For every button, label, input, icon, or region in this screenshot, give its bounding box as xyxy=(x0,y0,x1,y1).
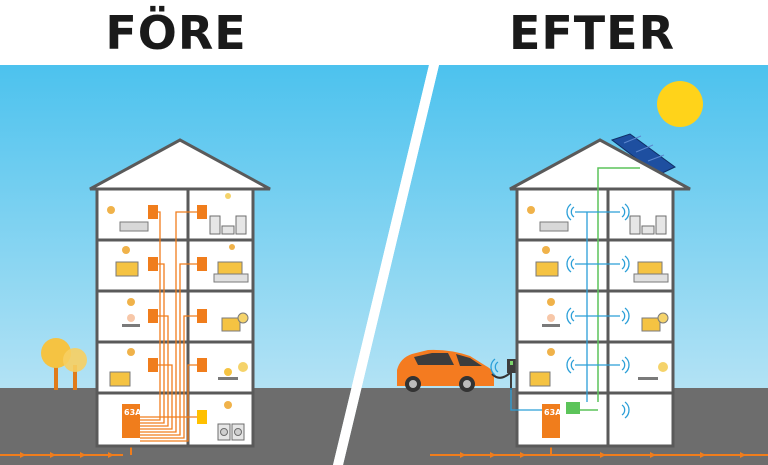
main-fuse-label: 63A xyxy=(544,408,562,417)
wifi-icon xyxy=(566,203,575,221)
tv-icon xyxy=(109,371,131,387)
inverter-box xyxy=(566,402,580,414)
washer-icon xyxy=(217,423,245,441)
tv-icon xyxy=(115,261,139,277)
tree-icon xyxy=(41,338,87,390)
ceiling-lamp-icon xyxy=(225,193,231,199)
car-icon xyxy=(397,349,494,392)
title-after: EFTER xyxy=(508,6,676,60)
wifi-icon xyxy=(566,307,575,325)
wifi-icon xyxy=(566,356,575,374)
wifi-icon xyxy=(621,203,630,221)
wifi-icons xyxy=(490,203,630,419)
wifi-icon xyxy=(621,401,630,419)
house-after xyxy=(509,138,691,448)
sun-icon xyxy=(657,81,703,127)
bed-icon xyxy=(119,221,149,232)
ceiling-lamp-icon xyxy=(127,348,135,356)
main-fuse-box xyxy=(542,404,560,438)
solar-panel-icon xyxy=(610,133,676,176)
bed-icon xyxy=(213,261,249,283)
tv-icon xyxy=(221,317,241,332)
wiring-after xyxy=(510,167,640,411)
divider xyxy=(333,65,439,465)
room-icons-before xyxy=(107,193,249,441)
charger-icon xyxy=(491,359,516,390)
ceiling-lamp-icon xyxy=(238,362,248,372)
ceiling-lamp-icon xyxy=(127,298,135,306)
speaker-icon xyxy=(209,215,247,235)
main-fuse-box xyxy=(122,404,140,438)
wifi-icon xyxy=(621,255,630,273)
ceiling-lamp-icon xyxy=(122,246,130,254)
wifi-icon xyxy=(490,358,499,376)
ceiling-lamp-icon xyxy=(224,401,232,409)
wifi-icon xyxy=(621,356,630,374)
after-panel xyxy=(343,65,768,465)
wifi-icon xyxy=(621,307,630,325)
room-icons-after xyxy=(527,206,669,387)
wiring-before xyxy=(140,211,198,442)
ceiling-lamp-icon xyxy=(107,206,115,214)
fuse-boxes-before xyxy=(122,205,207,438)
wifi-icon xyxy=(566,255,575,273)
main-fuse-label: 63A xyxy=(124,408,142,417)
title-before: FÖRE xyxy=(105,6,247,60)
